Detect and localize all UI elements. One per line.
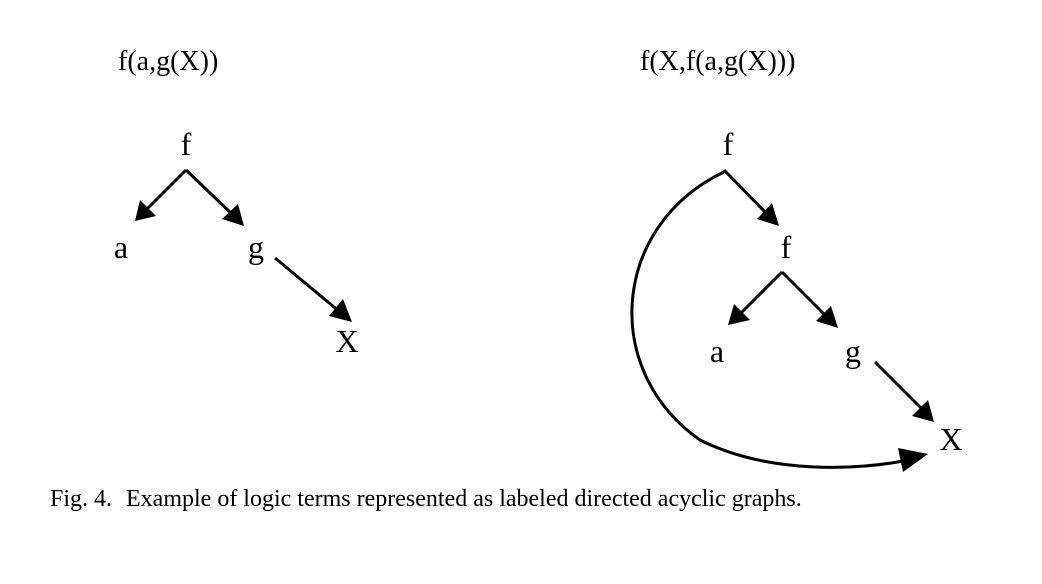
right-edge-f2-a xyxy=(736,270,784,318)
right-edge-f1-f2-arrowhead xyxy=(757,203,779,226)
left-edge-f-a-arrowhead xyxy=(135,200,156,221)
right-edge-f2-g-arrowhead xyxy=(816,306,838,328)
left-edge-f-g-arrowhead xyxy=(222,204,244,226)
left-graph-term: f(a,g(X)) xyxy=(118,46,218,77)
left-edge-g-X-arrowhead xyxy=(329,299,352,322)
right-edge-f1-X-arrowhead xyxy=(898,448,928,472)
left-edge-f-g xyxy=(184,168,235,217)
right-graph: f(X,f(a,g(X))) f f a g X xyxy=(630,46,963,472)
left-graph: f(a,g(X)) f a g X xyxy=(114,46,359,359)
right-edge-f1-X-curved xyxy=(630,170,909,469)
left-edge-f-a xyxy=(142,168,188,214)
right-node-g: g xyxy=(845,333,861,369)
dag-diagram: f(a,g(X)) f a g X f(X,f(a,g(X))) xyxy=(114,46,963,472)
right-graph-term: f(X,f(a,g(X))) xyxy=(640,46,795,77)
right-node-a: a xyxy=(710,333,724,369)
left-node-f: f xyxy=(181,126,192,162)
figure-caption: Fig. 4. Example of logic terms represent… xyxy=(50,484,970,514)
left-node-a: a xyxy=(114,229,128,265)
right-edge-g-X xyxy=(873,360,925,412)
right-edge-f1-f2 xyxy=(722,168,770,217)
right-node-f-root: f xyxy=(723,126,734,162)
figure-number: Fig. 4. xyxy=(50,486,113,512)
figure-caption-text: Example of logic terms represented as la… xyxy=(126,486,802,512)
right-node-X: X xyxy=(939,421,962,457)
right-edge-g-X-arrowhead xyxy=(912,400,934,422)
right-node-f-inner: f xyxy=(781,229,792,265)
left-node-g: g xyxy=(248,229,264,265)
left-edge-g-X xyxy=(274,256,341,314)
right-edge-f2-a-arrowhead xyxy=(728,304,750,325)
right-edge-f2-g xyxy=(780,270,830,320)
left-node-X: X xyxy=(335,323,358,359)
